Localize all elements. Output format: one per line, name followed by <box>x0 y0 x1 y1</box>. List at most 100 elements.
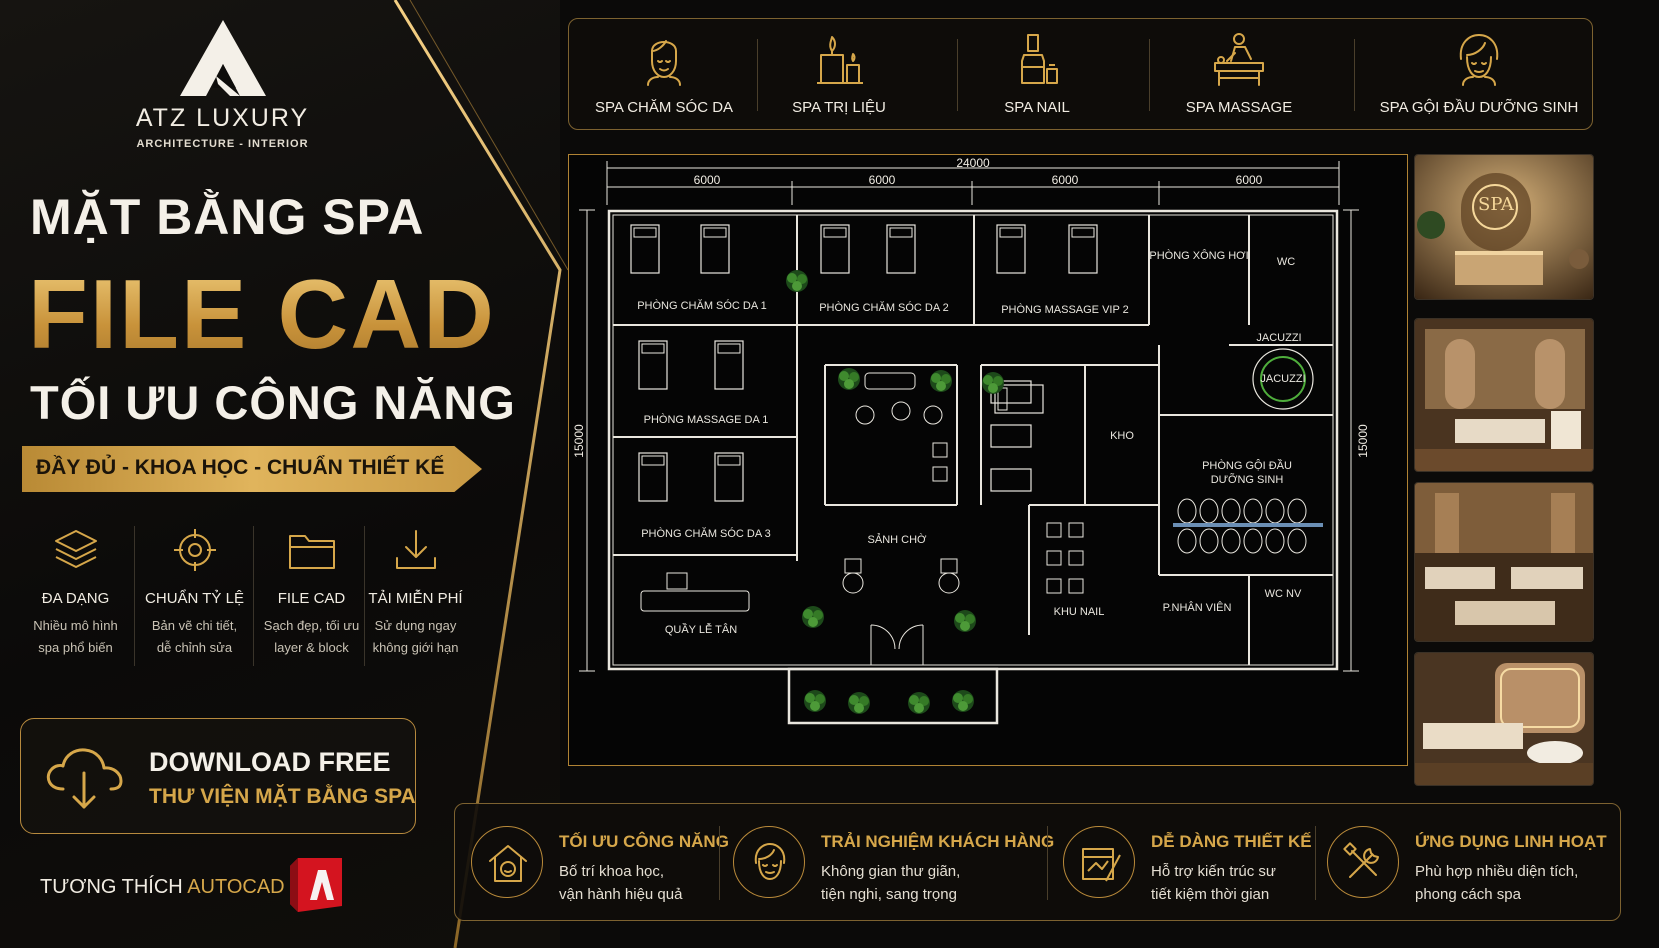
reception-photo-image <box>1415 155 1593 299</box>
feature-desc: Sạch đẹp, tối ưu layer & block <box>254 615 369 659</box>
category-divider <box>957 39 958 111</box>
benefit-desc: Bố trí khoa học, vận hành hiệu quả <box>559 860 682 906</box>
room-wc: WC <box>1277 256 1295 268</box>
treatment-room-photo-image <box>1415 319 1593 471</box>
benefit-desc: Không gian thư giãn, tiện nghi, sang trọ… <box>821 860 960 906</box>
room-cham-soc-da-2: PHÒNG CHĂM SÓC DA 2 <box>819 301 949 314</box>
dim-height-right: 15000 <box>1356 424 1370 458</box>
category-spa-goi-dau[interactable]: SPA GỘI ĐẦU DƯỠNG SINH <box>1369 31 1589 116</box>
benefit-divider <box>1315 826 1316 900</box>
brand-subtitle: ARCHITECTURE - INTERIOR <box>136 138 309 150</box>
room-wc-nv: WC NV <box>1265 588 1302 600</box>
relaxed-face-icon <box>754 842 786 881</box>
photo-spa-sign: SPA <box>1478 194 1514 215</box>
atz-logo-icon <box>179 20 266 96</box>
feature-title: CHUẨN TỶ LỆ <box>145 590 244 607</box>
massage-room-photo-image <box>1415 483 1593 641</box>
brand-logo: ATZ LUXURY ARCHITECTURE - INTERIOR <box>135 18 310 150</box>
download-free-button[interactable]: DOWNLOAD FREE THƯ VIỆN MẶT BẰNG SPA <box>20 718 416 834</box>
category-spa-nail[interactable]: SPA NAIL <box>942 31 1132 116</box>
benefit-icon-circle <box>471 826 543 898</box>
room-cham-soc-da-3: PHÒNG CHĂM SÓC DA 3 <box>641 527 771 540</box>
interior-walls <box>613 215 1333 665</box>
feature-file-cad: FILE CAD Sạch đẹp, tối ưu layer & block <box>254 528 369 659</box>
dim-seg-2: 6000 <box>869 173 896 187</box>
room-goi-dau-line1: PHÒNG GỘI ĐẦU <box>1202 459 1292 472</box>
feature-divider <box>134 526 135 666</box>
feature-desc-line1: Bản vẽ chi tiết, <box>151 618 238 633</box>
category-label: SPA MASSAGE <box>1185 99 1293 116</box>
hero-title-line1: MẶT BẰNG SPA <box>30 189 425 245</box>
benefit-desc-line1: Phù hợp nhiều diện tích, <box>1415 863 1579 880</box>
cloud-download-icon <box>46 748 123 809</box>
benefit-title: ỨNG DỤNG LINH HOẠT <box>1415 832 1607 851</box>
photo-treatment-room-2 <box>1414 482 1594 642</box>
category-spa-tri-lieu[interactable]: SPA TRỊ LIỆU <box>744 31 934 116</box>
feature-title: TẢI MIỄN PHÍ <box>368 590 463 607</box>
photo-treatment-room-1 <box>1414 318 1594 472</box>
hero-title-line3: TỐI ƯU CÔNG NĂNG <box>30 376 516 429</box>
benefit-desc-line1: Không gian thư giãn, <box>821 863 961 880</box>
left-panel: ATZ LUXURY ARCHITECTURE - INTERIOR MẶT B… <box>0 0 569 948</box>
benefit-title: TỐI ƯU CÔNG NĂNG <box>559 832 729 851</box>
category-spa-cham-soc-da[interactable]: SPA CHĂM SÓC DA <box>569 31 759 116</box>
spa-category-bar: SPA CHĂM SÓC DA SPA TRỊ LIỆU <box>568 18 1593 130</box>
blueprint-pencil-icon <box>1082 848 1121 882</box>
room-xong-hoi: PHÒNG XÔNG HƠI <box>1149 249 1248 262</box>
benefit-desc: Hỗ trợ kiến trúc sư tiết kiệm thời gian <box>1151 860 1276 906</box>
photo-reception: SPA <box>1414 154 1594 300</box>
feature-desc: Bản vẽ chi tiết, dễ chỉnh sửa <box>137 615 252 659</box>
feature-desc-line1: Sạch đẹp, tối ưu <box>263 618 360 633</box>
category-spa-massage[interactable]: SPA MASSAGE <box>1144 31 1334 116</box>
category-label: SPA TRỊ LIỆU <box>792 99 886 116</box>
benefit-desc-line1: Bố trí khoa học, <box>559 863 665 880</box>
download-title: DOWNLOAD FREE <box>149 747 391 777</box>
feature-title: FILE CAD <box>277 590 346 607</box>
nail-polish-icon <box>1021 34 1058 84</box>
dim-total: 24000 <box>956 156 990 170</box>
benefit-icon-circle <box>1327 826 1399 898</box>
room-khu-nail: KHU NAIL <box>1054 606 1105 618</box>
feature-chuan-ty-le: CHUẨN TỶ LỆ Bản vẽ chi tiết, dễ chỉnh sử… <box>137 528 252 659</box>
room-massage-vip-2: PHÒNG MASSAGE VIP 2 <box>1001 303 1129 316</box>
candle-icon <box>817 36 863 84</box>
room-kho: KHO <box>1110 430 1134 442</box>
room-jacuzzi-inner: JACUZZI <box>1260 373 1305 385</box>
benefit-desc-line2: tiết kiệm thời gian <box>1151 886 1270 903</box>
dim-seg-3: 6000 <box>1052 173 1079 187</box>
feature-desc-line2: dễ chỉnh sửa <box>156 640 233 655</box>
room-massage-da-1: PHÒNG MASSAGE DA 1 <box>644 413 769 426</box>
brand-name: ATZ LUXURY <box>135 104 310 132</box>
benefit-de-dang-thiet-ke: DỄ DÀNG THIẾT KẾ Hỗ trợ kiến trúc sư tiế… <box>1063 824 1312 906</box>
house-smile-icon <box>489 845 527 882</box>
benefits-bar: TỐI ƯU CÔNG NĂNG Bố trí khoa học, vận hà… <box>454 803 1621 921</box>
room-quay-le-tan: QUẦY LỄ TÂN <box>665 623 737 636</box>
download-subtitle: THƯ VIỆN MẶT BẰNG SPA <box>149 785 416 808</box>
category-divider <box>1149 39 1150 111</box>
feature-divider <box>364 526 365 666</box>
benefit-icon-circle <box>1063 826 1135 898</box>
room-p-nhan-vien: P.NHÂN VIÊN <box>1163 601 1232 614</box>
dim-height-left: 15000 <box>572 424 586 458</box>
benefit-desc-line2: phong cách spa <box>1415 886 1521 903</box>
room-jacuzzi: JACUZZI <box>1256 332 1301 344</box>
benefit-ung-dung-linh-hoat: ỨNG DỤNG LINH HOẠT Phù hợp nhiều diện tí… <box>1327 824 1607 904</box>
room-sanh-cho: SẢNH CHỜ <box>868 533 928 546</box>
feature-desc-line1: Sử dụng ngay <box>374 618 457 633</box>
feature-desc: Sử dụng ngay không giới hạn <box>358 615 473 659</box>
category-divider <box>1354 39 1355 111</box>
layers-icon <box>54 530 97 568</box>
benefit-divider <box>1047 826 1048 900</box>
category-label: SPA NAIL <box>1004 99 1070 116</box>
dim-seg-4: 6000 <box>1236 173 1263 187</box>
feature-tai-mien-phi: TẢI MIỄN PHÍ Sử dụng ngay không giới hạn <box>358 528 473 659</box>
outer-walls <box>607 209 1339 725</box>
tools-icon <box>1343 842 1379 878</box>
benefit-desc: Phù hợp nhiều diện tích, phong cách spa <box>1415 860 1578 906</box>
benefit-desc-line2: tiện nghi, sang trọng <box>821 886 957 903</box>
hero-title-line2: FILE CAD <box>28 259 496 369</box>
benefit-divider <box>719 826 720 900</box>
lobby-furniture <box>640 372 960 665</box>
benefit-title: DỄ DÀNG THIẾT KẾ <box>1151 832 1312 851</box>
target-icon <box>173 529 216 571</box>
